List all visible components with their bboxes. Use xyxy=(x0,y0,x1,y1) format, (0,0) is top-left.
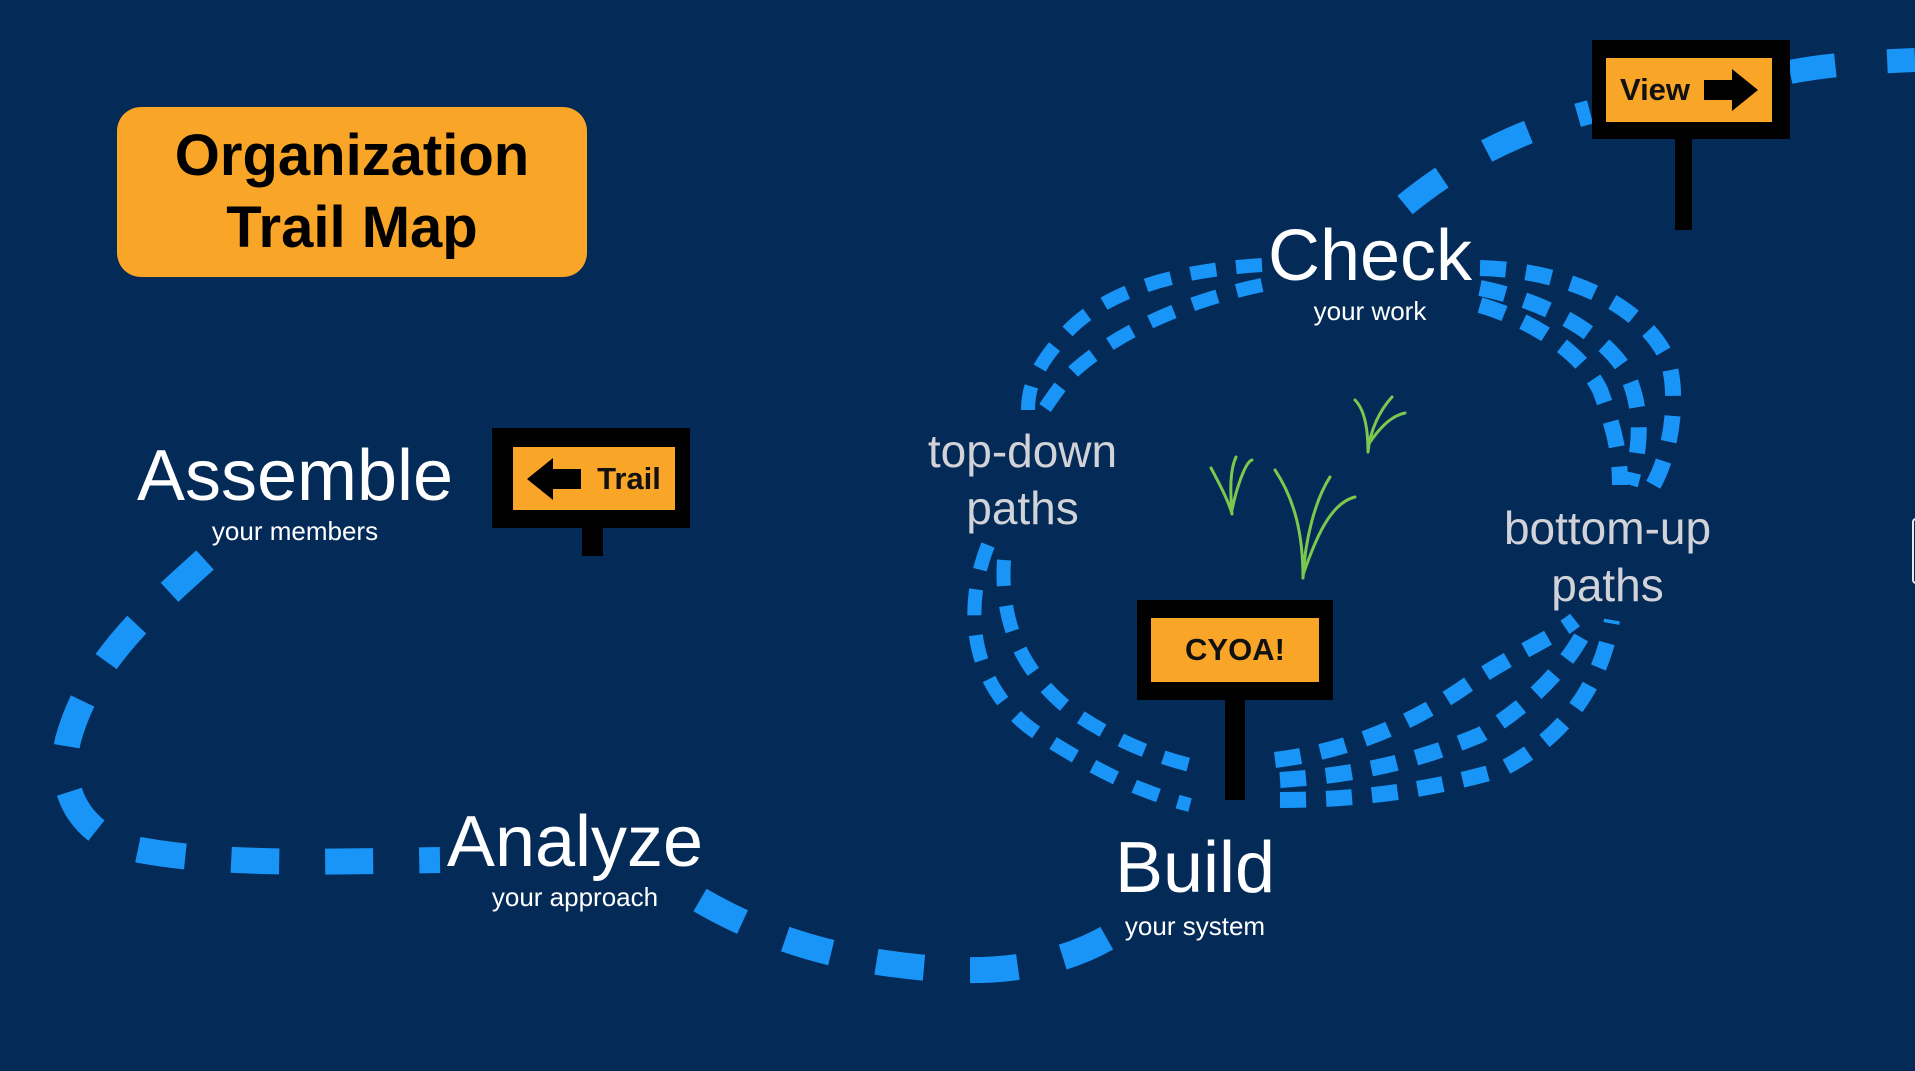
trail-sign-label: Trail xyxy=(597,460,661,496)
sign-pole xyxy=(1225,700,1245,800)
bottom-up-path-3 xyxy=(1477,297,1628,486)
arrow-left-icon xyxy=(527,457,582,500)
top-down-path-inner xyxy=(1039,278,1264,413)
top-down-path-outer xyxy=(1021,258,1263,411)
path-label-line: bottom-up xyxy=(1503,502,1712,554)
view-sign-label: View xyxy=(1619,72,1691,107)
main-trail-path-lower xyxy=(693,888,1128,984)
main-trail-path-upper xyxy=(1397,48,1915,215)
title-box: Organization Trail Map xyxy=(117,107,587,277)
view-sign[interactable]: View xyxy=(1592,40,1790,230)
loop-left-outer xyxy=(967,542,1192,812)
title-line-1: Organization xyxy=(174,123,530,188)
stage-subtitle: your members xyxy=(211,516,379,546)
main-trail-path xyxy=(52,550,441,875)
sign-face: Trail xyxy=(513,447,675,510)
stage-title: Check xyxy=(1267,216,1473,296)
stage-subtitle: your system xyxy=(1124,911,1266,941)
arrow-right-icon xyxy=(1704,69,1759,111)
stage-title: Assemble xyxy=(136,436,454,516)
path-label-line: top-down xyxy=(927,425,1118,477)
loop-left-inner xyxy=(996,559,1192,772)
loop-bottom-3 xyxy=(1274,613,1580,768)
sign-pole xyxy=(1675,139,1692,230)
stage-build: Build your system xyxy=(1085,825,1305,941)
trail-sign[interactable]: Trail xyxy=(492,428,690,556)
edge-handle xyxy=(1912,518,1915,584)
stage-check: Check your work xyxy=(1245,216,1495,326)
stage-assemble: Assemble your members xyxy=(125,436,465,546)
grass-icon xyxy=(1209,395,1407,580)
path-label-line: paths xyxy=(966,482,1079,534)
loop-bottom-2 xyxy=(1279,616,1598,788)
stage-analyze: Analyze your approach xyxy=(420,802,730,912)
bottom-up-paths-label: bottom-up paths xyxy=(1480,500,1735,614)
stage-subtitle: your approach xyxy=(491,882,659,912)
title-line-2: Trail Map xyxy=(226,195,478,260)
stage-title: Analyze xyxy=(446,802,704,882)
sign-face: CYOA! xyxy=(1151,618,1319,682)
bottom-up-path-2 xyxy=(1478,280,1647,488)
top-down-paths-label: top-down paths xyxy=(900,423,1145,537)
cyoa-sign[interactable]: CYOA! xyxy=(1137,600,1333,800)
bottom-up-path-1 xyxy=(1479,260,1682,495)
path-label-line: paths xyxy=(1551,559,1664,611)
stage-title: Build xyxy=(1114,828,1276,908)
stage-subtitle: your work xyxy=(1313,296,1427,326)
sign-pole xyxy=(582,528,603,556)
cyoa-sign-label: CYOA! xyxy=(1185,632,1285,667)
sign-face: View xyxy=(1606,58,1772,122)
